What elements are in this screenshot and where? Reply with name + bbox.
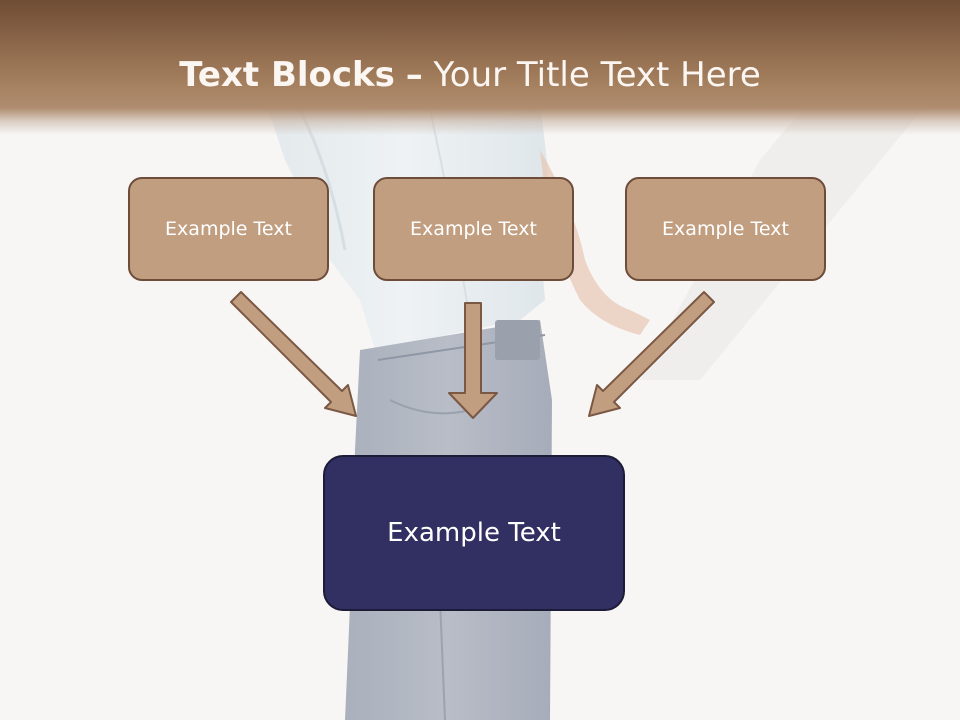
text-box-left[interactable]: Example Text — [128, 177, 329, 281]
text-box-center[interactable]: Example Text — [373, 177, 574, 281]
slide-title: Text Blocks – Your Title Text Here — [0, 52, 940, 98]
title-bold-part: Text Blocks — [179, 55, 395, 95]
main-text-box-label: Example Text — [387, 518, 561, 548]
text-box-left-label: Example Text — [165, 218, 292, 240]
header-band — [0, 0, 960, 135]
title-separator: – — [405, 55, 423, 95]
text-box-right[interactable]: Example Text — [625, 177, 826, 281]
text-box-center-label: Example Text — [410, 218, 537, 240]
main-text-box[interactable]: Example Text — [323, 455, 625, 611]
text-box-right-label: Example Text — [662, 218, 789, 240]
title-rest-part: Your Title Text Here — [433, 55, 761, 95]
